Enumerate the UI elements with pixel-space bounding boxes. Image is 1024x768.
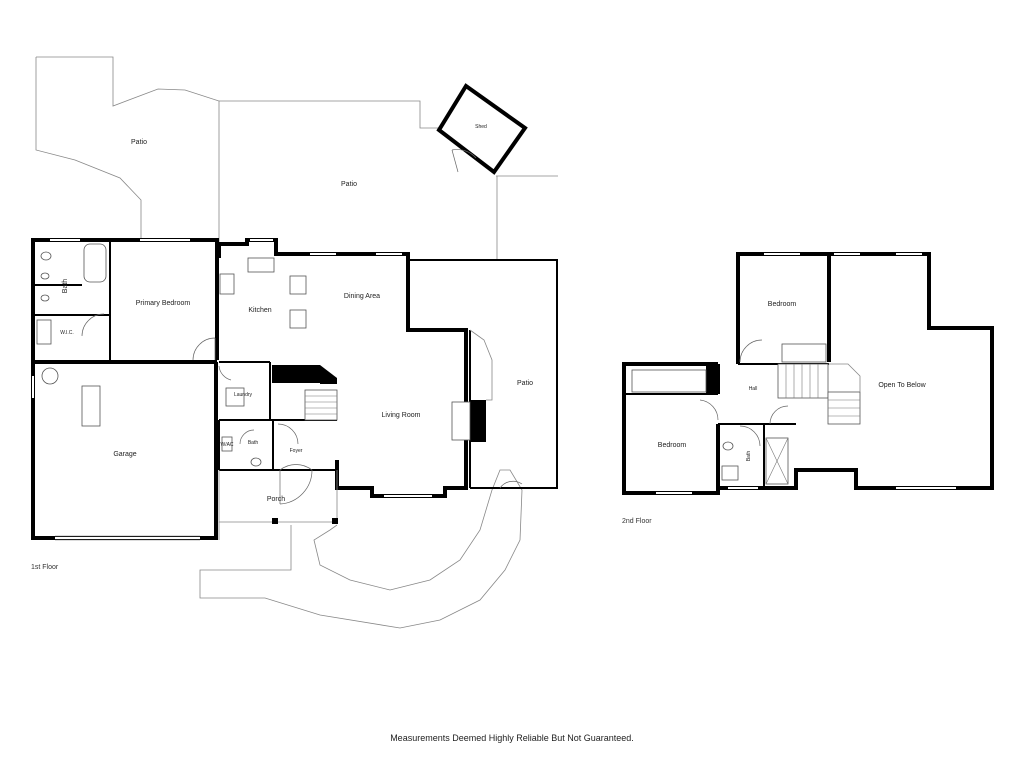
label-primary-bedroom: Primary Bedroom bbox=[136, 300, 191, 307]
label-hall: Hall bbox=[749, 386, 758, 392]
label-patio-center: Patio bbox=[341, 181, 357, 188]
first-floor-fixtures bbox=[36, 243, 307, 467]
second-floor-fixtures bbox=[699, 339, 789, 481]
label-second-bath: Bath bbox=[746, 451, 752, 462]
label-shed: Shed bbox=[475, 124, 487, 130]
label-kitchen: Kitchen bbox=[248, 307, 271, 314]
label-half-bath: Bath bbox=[248, 440, 259, 446]
first-floor-windows bbox=[32, 239, 432, 541]
room-labels: Patio Patio Shed Bath W.I.C. Primary Bed… bbox=[31, 124, 927, 571]
label-wic: W.I.C. bbox=[60, 330, 74, 336]
label-living-room: Living Room bbox=[382, 412, 421, 419]
label-foyer: Foyer bbox=[290, 448, 303, 454]
first-floor-doors bbox=[81, 313, 523, 505]
label-second-floor: 2nd Floor bbox=[622, 518, 652, 525]
label-dining-area: Dining Area bbox=[344, 293, 380, 300]
label-bedroom-top: Bedroom bbox=[768, 301, 797, 308]
label-patio-left: Patio bbox=[131, 139, 147, 146]
label-patio-right: Patio bbox=[517, 380, 533, 387]
second-floor-windows bbox=[656, 253, 956, 494]
label-garage: Garage bbox=[113, 451, 136, 458]
shed bbox=[436, 83, 528, 175]
label-ac: W/AC bbox=[220, 442, 233, 448]
label-bedroom-left: Bedroom bbox=[658, 442, 687, 449]
label-open-to-below: Open To Below bbox=[878, 382, 926, 389]
second-floor-walls bbox=[622, 252, 994, 495]
patio-outlines bbox=[35, 56, 558, 629]
disclaimer-text: Measurements Deemed Highly Reliable But … bbox=[390, 733, 634, 743]
label-first-floor: 1st Floor bbox=[31, 564, 59, 571]
label-laundry: Laundry bbox=[234, 392, 253, 398]
label-porch: Porch bbox=[267, 496, 285, 503]
first-floor-walls bbox=[31, 238, 558, 540]
label-bath: Bath bbox=[62, 279, 69, 294]
